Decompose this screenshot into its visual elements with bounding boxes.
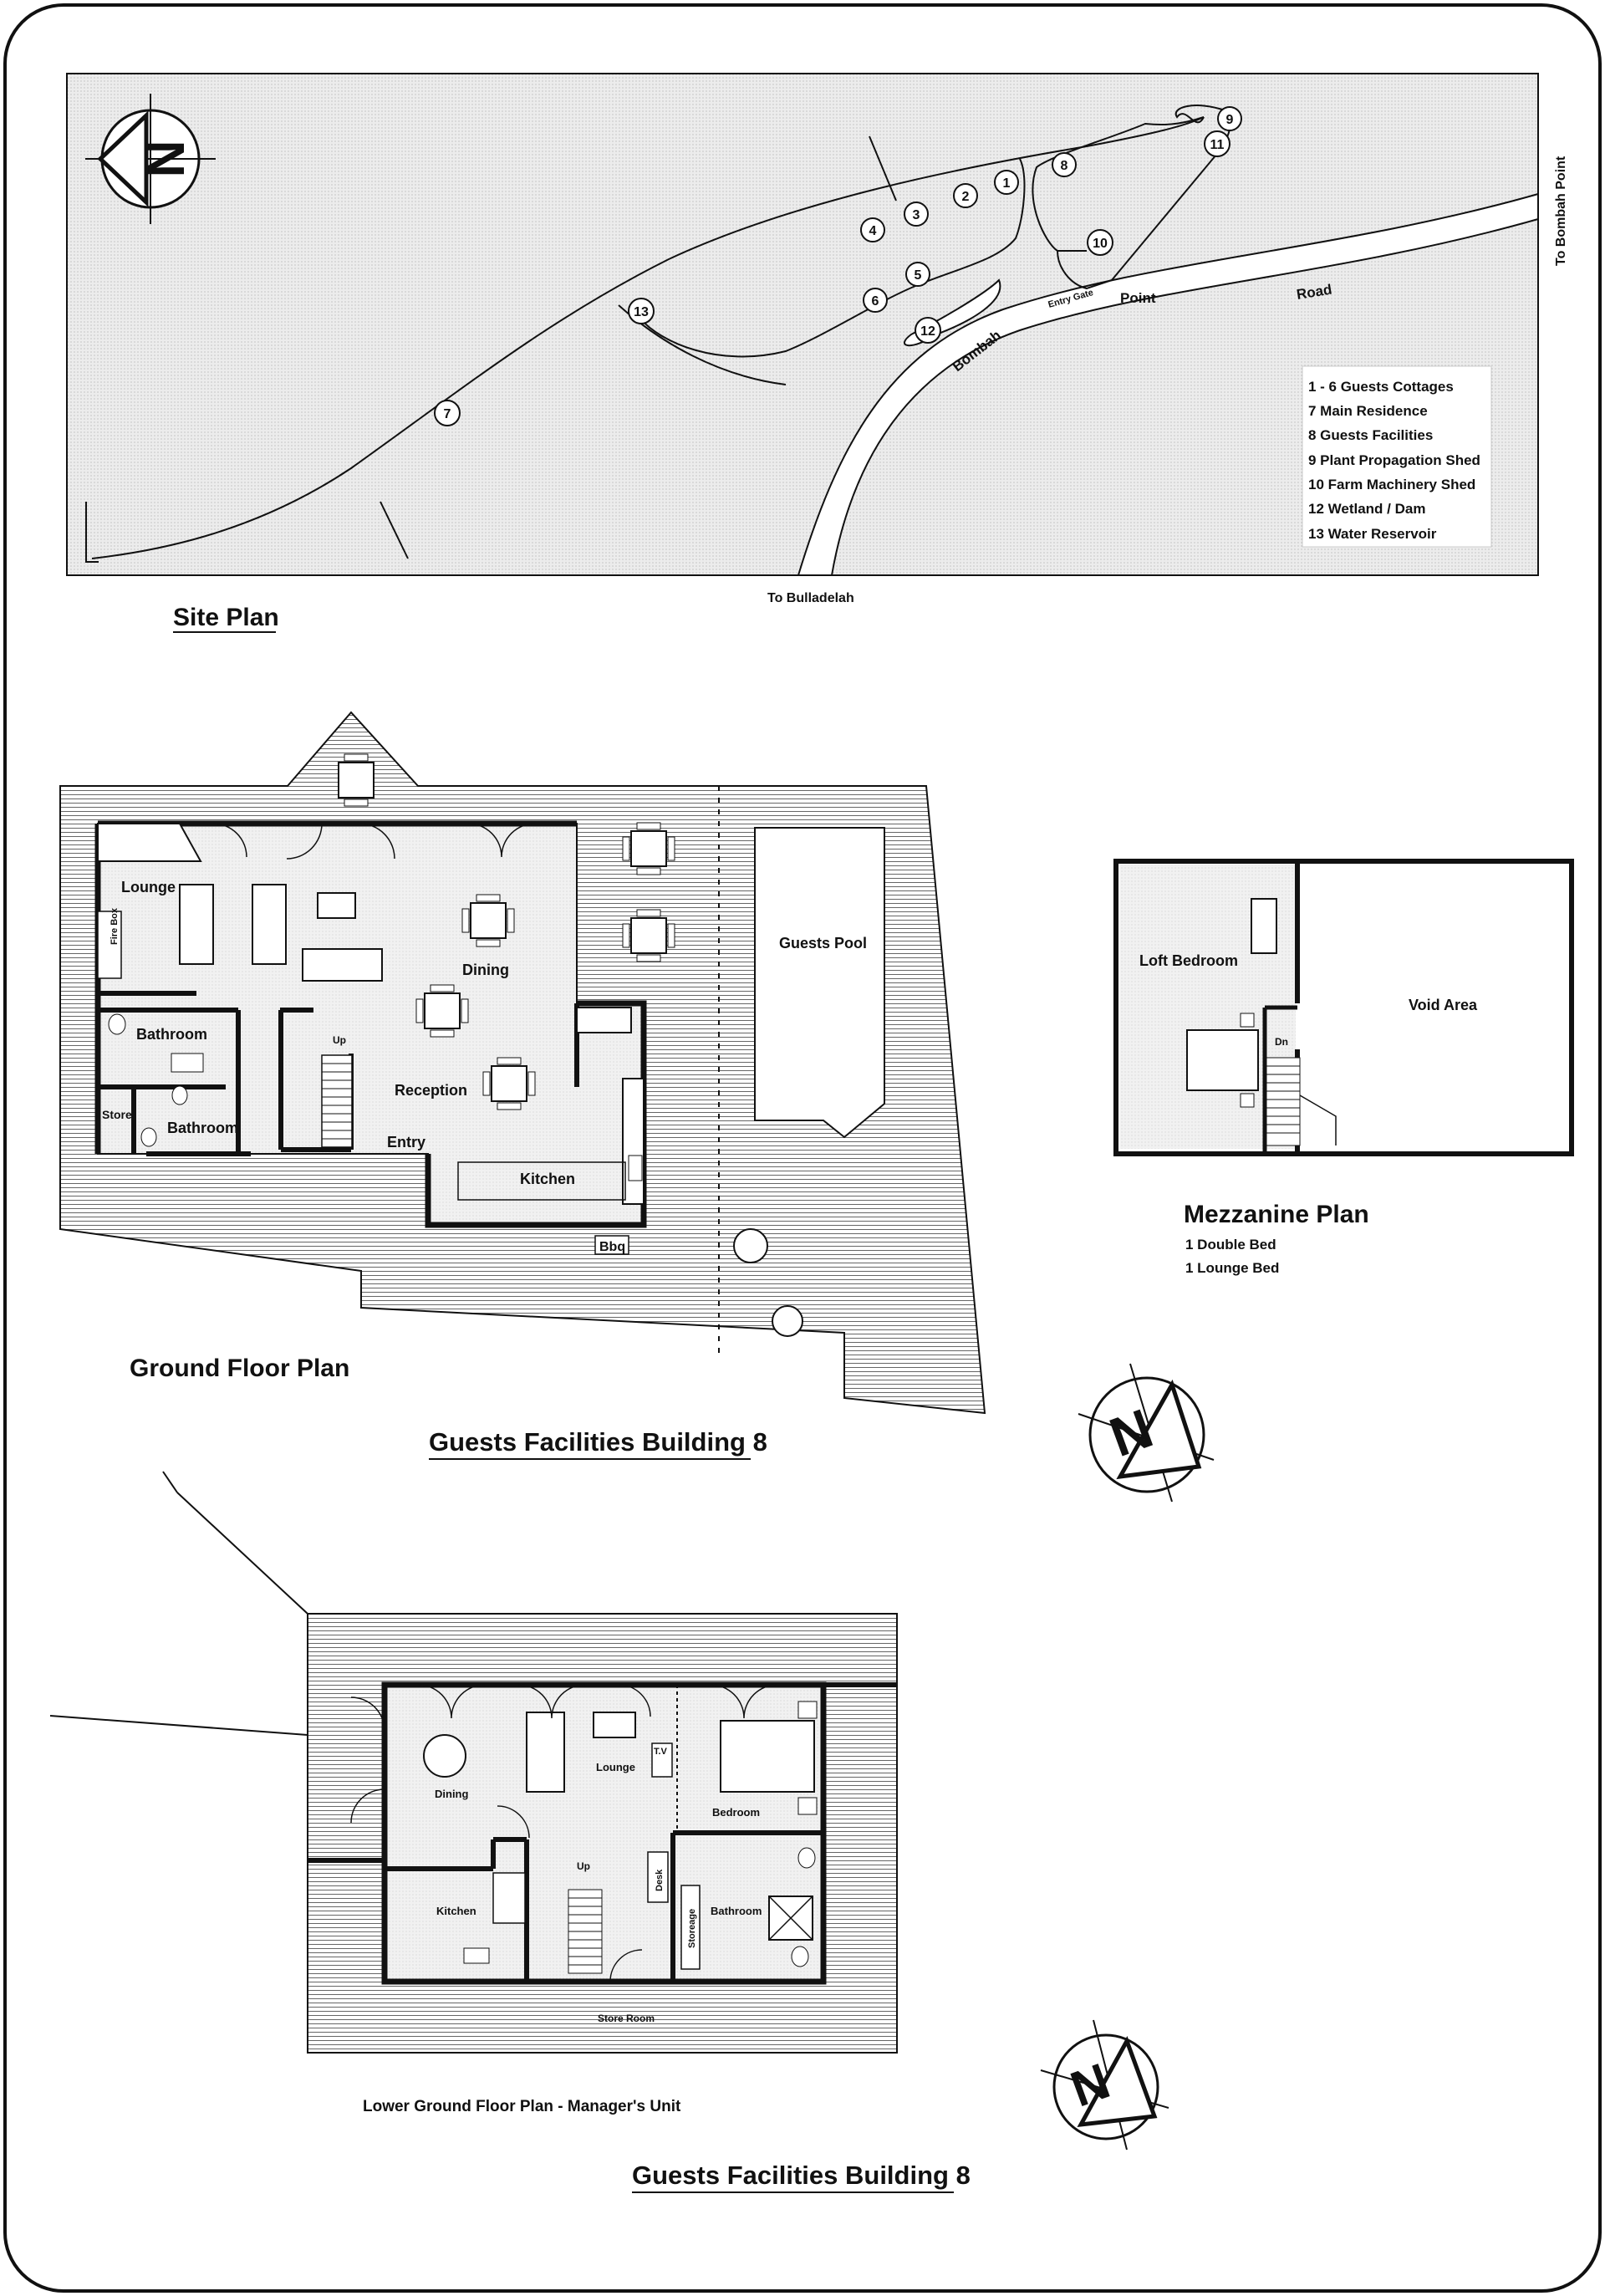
site-plan: N 1 2 3 4 5 6 7 8 9 10 11 12 13 Bombah P… bbox=[66, 73, 1568, 633]
dining-table bbox=[415, 984, 469, 1038]
legend-item: 1 - 6 Guests Cottages bbox=[1308, 379, 1454, 395]
svg-text:9: 9 bbox=[1226, 113, 1234, 127]
legend-item: 8 Guests Facilities bbox=[1308, 427, 1433, 443]
north-arrow-icon: N bbox=[85, 94, 216, 224]
svg-text:8: 8 bbox=[1061, 159, 1068, 173]
mezzanine-bed-item: 1 Double Bed bbox=[1185, 1237, 1276, 1253]
site-marker: 1 bbox=[994, 170, 1019, 195]
site-marker: 2 bbox=[953, 183, 978, 208]
room-label-reception: Reception bbox=[395, 1082, 467, 1099]
guests-pool bbox=[754, 827, 885, 1139]
lower-ground-title: Lower Ground Floor Plan - Manager's Unit bbox=[363, 2098, 681, 2115]
legend-item: 7 Main Residence bbox=[1308, 403, 1428, 419]
site-marker: 3 bbox=[904, 202, 929, 227]
site-marker: 12 bbox=[915, 317, 941, 344]
to-bombah-point-label: To Bombah Point bbox=[1554, 156, 1568, 266]
site-marker: 8 bbox=[1052, 152, 1077, 177]
stairs bbox=[321, 1054, 353, 1148]
room-label-lounge: Lounge bbox=[596, 1761, 635, 1773]
svg-text:N: N bbox=[138, 140, 196, 178]
legend-item: 12 Wetland / Dam bbox=[1308, 501, 1425, 517]
room-label-lounge: Lounge bbox=[121, 879, 176, 895]
site-marker: 5 bbox=[905, 262, 930, 287]
room-label-fire-box: Fire Box bbox=[110, 907, 120, 945]
lower-ground-floor-plan: Dining Lounge T.V Bedroom Kitchen Up Des… bbox=[49, 1471, 898, 2115]
legend-item: 9 Plant Propagation Shed bbox=[1308, 452, 1480, 468]
room-label-up: Up bbox=[577, 1860, 590, 1872]
site-marker: 7 bbox=[434, 400, 461, 426]
north-arrow-icon: N bbox=[1078, 1363, 1215, 1503]
round-table bbox=[733, 1228, 768, 1263]
to-bulladelah-label: To Bulladelah bbox=[767, 591, 854, 605]
building-caption: Guests Facilities Building 8 bbox=[632, 2161, 971, 2190]
north-arrow-icon: N bbox=[1040, 2019, 1169, 2151]
mezzanine-plan: Loft Bedroom Void Area Dn Mezzanine Plan… bbox=[1113, 859, 1574, 1276]
svg-text:5: 5 bbox=[915, 268, 922, 283]
room-label-store-room: Store Room bbox=[598, 2013, 655, 2024]
room-label-loft-bedroom: Loft Bedroom bbox=[1139, 952, 1238, 969]
deck-table bbox=[622, 822, 675, 875]
room-label-up: Up bbox=[333, 1034, 346, 1046]
room-label-tv: T.V bbox=[654, 1747, 668, 1757]
room-label-bathroom: Bathroom bbox=[136, 1026, 207, 1043]
ground-floor-title: Ground Floor Plan bbox=[130, 1355, 349, 1382]
room-label-guests-pool: Guests Pool bbox=[779, 935, 867, 952]
mezzanine-stairs bbox=[1266, 1057, 1337, 1146]
site-marker: 13 bbox=[628, 298, 655, 324]
room-label-void-area: Void Area bbox=[1409, 997, 1478, 1013]
site-legend: 1 - 6 Guests Cottages 7 Main Residence 8… bbox=[1302, 365, 1492, 548]
site-marker: 6 bbox=[863, 288, 888, 313]
svg-text:1: 1 bbox=[1003, 176, 1011, 191]
site-marker: 4 bbox=[860, 217, 885, 242]
boundary-track bbox=[91, 116, 1205, 559]
site-marker: 9 bbox=[1217, 106, 1242, 131]
deck-table bbox=[622, 909, 675, 962]
room-label-dining: Dining bbox=[435, 1788, 468, 1800]
mezzanine-bed-item: 1 Lounge Bed bbox=[1185, 1260, 1279, 1276]
svg-text:6: 6 bbox=[872, 294, 879, 309]
svg-text:7: 7 bbox=[444, 407, 451, 421]
dining-table bbox=[461, 894, 515, 947]
lower-stairs bbox=[568, 1889, 603, 1974]
room-label-entry: Entry bbox=[387, 1134, 425, 1151]
svg-text:11: 11 bbox=[1210, 138, 1225, 152]
site-marker: 11 bbox=[1204, 130, 1230, 157]
room-label-bathroom: Bathroom bbox=[711, 1905, 762, 1917]
deck-table bbox=[338, 753, 374, 807]
round-table bbox=[772, 1305, 803, 1337]
room-label-dn: Dn bbox=[1275, 1036, 1288, 1048]
svg-text:3: 3 bbox=[913, 208, 920, 222]
svg-text:12: 12 bbox=[920, 324, 935, 339]
road-label-point: Point bbox=[1120, 290, 1156, 306]
site-plan-title: Site Plan bbox=[173, 604, 279, 631]
room-label-bathroom: Bathroom bbox=[167, 1120, 238, 1136]
mezzanine-title: Mezzanine Plan bbox=[1184, 1201, 1369, 1228]
site-marker: 10 bbox=[1087, 229, 1113, 256]
svg-text:10: 10 bbox=[1093, 237, 1108, 251]
room-label-storage: Storeage bbox=[687, 1909, 697, 1948]
room-label-desk: Desk bbox=[655, 1869, 665, 1891]
room-label-kitchen: Kitchen bbox=[520, 1171, 575, 1187]
ground-floor-plan: Lounge Fire Box Dining Bathroom Store Ba… bbox=[59, 711, 986, 1415]
building-caption: Guests Facilities Building 8 bbox=[429, 1427, 767, 1457]
room-label-dining: Dining bbox=[462, 962, 509, 978]
dining-table bbox=[482, 1057, 536, 1110]
legend-item: 13 Water Reservoir bbox=[1308, 526, 1437, 542]
svg-text:13: 13 bbox=[634, 305, 649, 319]
bombah-point-road bbox=[797, 192, 1539, 576]
legend-item: 10 Farm Machinery Shed bbox=[1308, 477, 1475, 492]
void-area bbox=[1301, 865, 1568, 1149]
room-label-bedroom: Bedroom bbox=[712, 1806, 760, 1819]
room-label-store: Store bbox=[102, 1108, 132, 1121]
room-label-kitchen: Kitchen bbox=[436, 1905, 476, 1917]
svg-text:2: 2 bbox=[962, 190, 970, 204]
room-label-bbq: Bbq bbox=[599, 1240, 625, 1254]
svg-text:4: 4 bbox=[869, 224, 877, 238]
